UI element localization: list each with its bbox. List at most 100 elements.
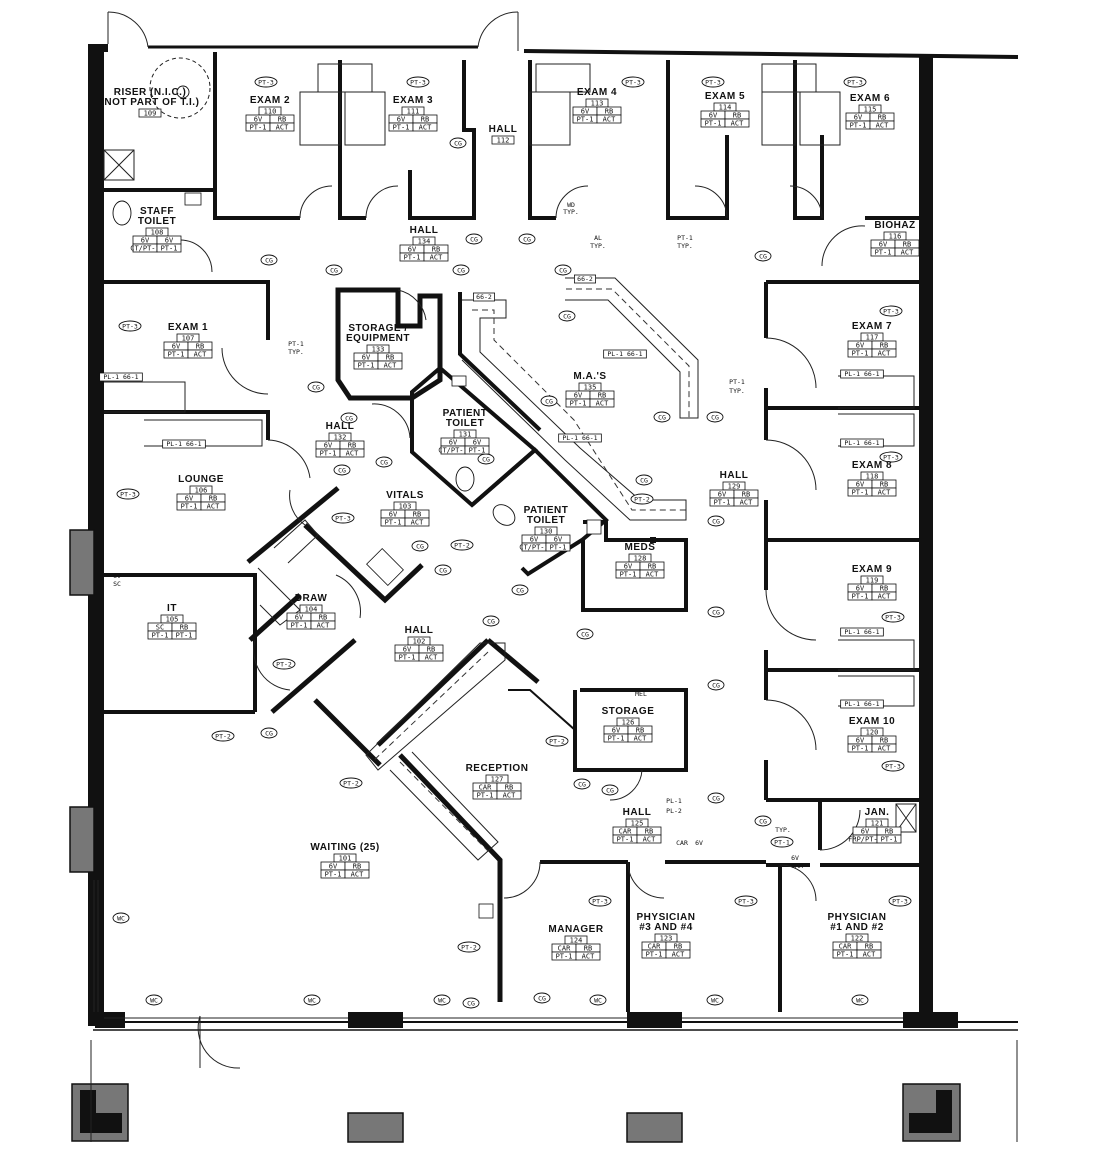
room-name: HALL — [410, 225, 439, 236]
casework-code: 66-2 — [476, 293, 492, 301]
finish-code: PT-1 — [570, 400, 587, 408]
casework-tag: PL-1 66-1 — [558, 433, 602, 443]
callout-bubble — [116, 488, 140, 500]
finish-callout: CG — [707, 606, 725, 618]
callout-bubble — [375, 456, 393, 468]
callout-bubble — [340, 412, 358, 424]
callout-bubble — [554, 264, 572, 276]
finish-code: 6V — [254, 116, 263, 124]
finish-callout: CG — [707, 792, 725, 804]
finish-code: RB — [865, 943, 873, 951]
callout-bubble — [260, 727, 278, 739]
room-number: 135 — [584, 384, 597, 392]
finish-note: PT-1 — [729, 378, 745, 386]
room-tags: RISER (N.I.C.)(NOT PART OF T.I.)109EXAM … — [101, 87, 920, 961]
finish-callout: PT-2 — [211, 730, 235, 742]
finish-cell-box — [627, 733, 653, 743]
finish-code: PT-1 — [469, 447, 486, 455]
casework-box — [840, 699, 884, 709]
finish-code: ACT — [603, 116, 616, 124]
finish-code: RB — [432, 246, 440, 254]
finish-code: RB — [319, 614, 327, 622]
finish-code: RB — [880, 737, 888, 745]
room-name: STORAGE / — [348, 323, 407, 334]
finish-code: PT-1 — [250, 124, 267, 132]
finish-callout: CG — [554, 264, 572, 276]
finish-callout: CG — [325, 264, 343, 276]
callout-code: PT-3 — [885, 613, 901, 621]
callout-code: CG — [640, 476, 648, 484]
finish-callout: CG — [518, 233, 536, 245]
finish-callout: PT-3 — [843, 76, 867, 88]
finish-code: CT/PT-1 — [438, 447, 468, 455]
finish-code: PT-1 — [577, 116, 594, 124]
finish-note: 6V — [113, 572, 121, 580]
callout-bubble — [734, 895, 758, 907]
callout-bubble — [145, 994, 163, 1006]
callout-code: CG — [482, 455, 490, 463]
finish-callout: PT-3 — [734, 895, 758, 907]
finish-cell-box — [377, 360, 403, 370]
callout-code: CG — [606, 786, 614, 794]
callout-code: WC — [150, 996, 158, 1004]
casework-code: PL-1 66-1 — [562, 434, 597, 442]
finish-callout: PT-3 — [701, 76, 725, 88]
callout-bubble — [540, 395, 558, 407]
callout-code: CG — [563, 312, 571, 320]
room-number: 111 — [407, 108, 420, 116]
room-name: EXAM 5 — [705, 91, 745, 102]
finish-callout: PT-3 — [621, 76, 645, 88]
finish-callout: CG — [307, 381, 325, 393]
finish-code: 6V — [856, 737, 865, 745]
finish-callout: PT-2 — [457, 941, 481, 953]
finish-callout: CG — [434, 564, 452, 576]
room-name: VITALS — [386, 490, 424, 501]
room-name: JAN. — [865, 807, 890, 818]
room-number: 107 — [182, 335, 195, 343]
callout-code: PT-2 — [343, 779, 359, 787]
finish-code: 6V — [718, 491, 727, 499]
finish-callout: CG — [260, 254, 278, 266]
finish-code: FRP/PT-1 — [848, 836, 882, 844]
finish-code: ACT — [276, 124, 289, 132]
room-number: 109 — [144, 110, 157, 118]
room-name: DRAW — [295, 593, 328, 604]
callout-code: PT-2 — [549, 737, 565, 745]
finish-callout: CG — [540, 395, 558, 407]
callout-code: PT-3 — [705, 78, 721, 86]
callout-bubble — [303, 994, 321, 1006]
callout-code: CG — [265, 729, 273, 737]
finish-code: PT-1 — [325, 871, 342, 879]
finish-callout: CG — [754, 815, 772, 827]
room-name: EXAM 6 — [850, 93, 890, 104]
finish-code: PT-1 — [852, 593, 869, 601]
room-number-box — [491, 135, 515, 145]
callout-code: PT-2 — [215, 732, 231, 740]
callout-bubble — [701, 76, 725, 88]
casework-box — [574, 274, 597, 284]
callout-code: WC — [594, 996, 602, 1004]
finish-callout: PT-3 — [888, 895, 912, 907]
finish-notes: PT-1TYP.PT-1TYP.WDTYP.ALTYP.PT-1TYP.6VSC… — [113, 201, 803, 870]
callout-code: CG — [457, 266, 465, 274]
finish-code: RB — [605, 108, 613, 116]
casework-tag: 66-2 — [574, 274, 597, 284]
finish-code: ACT — [901, 249, 914, 257]
finish-code: RB — [648, 563, 656, 571]
callout-bubble — [450, 539, 474, 551]
callout-code: CG — [538, 994, 546, 1002]
room-name-line2: TOILET — [527, 515, 565, 526]
finish-code: CAR — [648, 943, 661, 951]
casework-box — [472, 292, 495, 302]
